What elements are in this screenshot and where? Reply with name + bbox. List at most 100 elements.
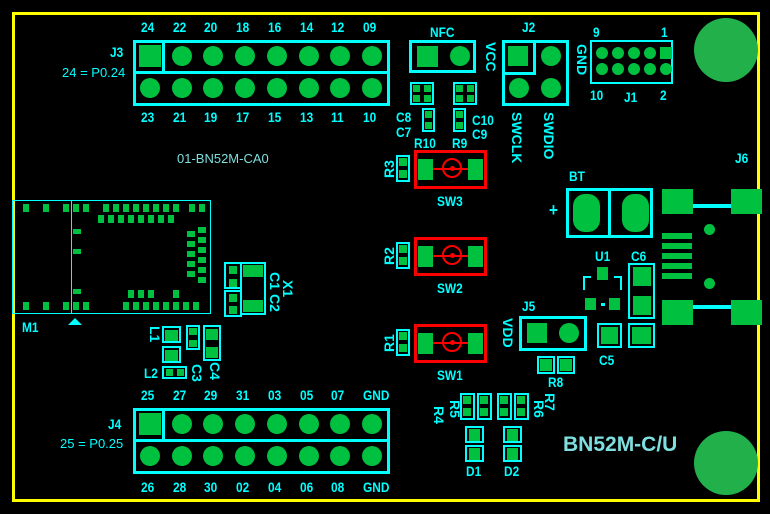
c9-label: C9: [472, 126, 488, 142]
j4-pin-label: 07: [331, 387, 345, 403]
j4-pin: [361, 414, 382, 434]
r9-label: R9: [452, 135, 468, 151]
m1-pad: [133, 204, 139, 212]
r4-label: R4: [431, 406, 447, 424]
bt-polarity: +: [549, 200, 558, 220]
c5-label: C5: [599, 352, 615, 368]
r7-label: R7: [542, 393, 558, 411]
j3-pin: [361, 78, 382, 98]
m1-pad: [43, 204, 49, 212]
j3-pin-label: 21: [172, 109, 186, 125]
j4-pin-label: 27: [172, 387, 186, 403]
m1-pad: [153, 302, 159, 310]
m1-pad: [23, 204, 29, 212]
j4-pin: [171, 414, 192, 434]
m1-pad: [43, 302, 49, 310]
m1-pad: [187, 261, 195, 267]
j4-pin: [140, 446, 160, 466]
m1-pad: [173, 302, 179, 310]
c4-label: C4: [207, 362, 223, 380]
j3-pin-label: 16: [267, 19, 282, 35]
m1-pad: [187, 251, 195, 257]
m1-pad: [143, 204, 149, 212]
m1-pad: [187, 271, 195, 277]
m1-pad: [123, 302, 129, 310]
board-part-number: 01-BN52M-CA0: [177, 151, 269, 166]
j3-pin-label: 13: [299, 109, 313, 125]
mount-hole-bottom-right: [694, 431, 758, 495]
l1-label: L1: [147, 326, 163, 343]
m1-pad: [83, 204, 89, 212]
m1-pad: [83, 302, 89, 310]
m1-pad: [198, 247, 206, 253]
m1-pad: [138, 290, 144, 298]
j3-pin-label: 14: [299, 19, 313, 35]
c10-label: C10: [472, 112, 494, 128]
j3-note: 24 = P0.24: [62, 65, 126, 80]
m1-pad: [133, 302, 139, 310]
swclk-label: SWCLK: [509, 112, 525, 164]
j3-pin: [361, 46, 382, 66]
j4-ref: J4: [108, 416, 122, 432]
r8-label: R8: [548, 374, 564, 390]
j3-ref: J3: [110, 44, 124, 60]
j3-pin: [171, 46, 192, 66]
j4-pin-label: 02: [236, 479, 250, 495]
j4-pin: [266, 446, 287, 466]
j4-pin: [330, 446, 351, 466]
j1-pin: [660, 47, 672, 59]
m1-pad: [103, 204, 109, 212]
j4-pin-label: 26: [141, 479, 155, 495]
m1-pad: [148, 290, 154, 298]
pin1-marker-icon: [68, 318, 82, 325]
m1-pad: [118, 215, 124, 223]
j1-ref: J1: [624, 89, 638, 105]
j4-pin: [361, 446, 382, 466]
c7-label: C7: [396, 124, 412, 140]
x1-label: X1: [280, 280, 296, 298]
j4-pin-label: 31: [236, 387, 250, 403]
j4-pin: [298, 446, 319, 466]
switch-label: SW2: [437, 280, 463, 296]
r5-label: R5: [447, 400, 463, 418]
m1-pad: [128, 290, 134, 298]
j3-pin-label: 09: [362, 19, 377, 35]
bt-ref: BT: [569, 168, 585, 184]
j4-pin-label: GND: [362, 479, 390, 495]
j3-pin: [139, 45, 161, 67]
gnd-label: GND: [574, 44, 590, 76]
j4-pin-label: GND: [362, 387, 390, 403]
resistor-label: R1: [381, 334, 397, 352]
m1-pad: [163, 302, 169, 310]
m1-pad: [198, 257, 206, 263]
j1-pin2-label: 2: [660, 87, 667, 103]
d2-label: D2: [504, 463, 520, 479]
j4-pin-label: 28: [172, 479, 186, 495]
j3-pin: [171, 78, 192, 98]
j3-pin-label: 23: [141, 109, 155, 125]
m1-pad: [187, 241, 195, 247]
m1-pad: [187, 231, 195, 237]
m1-pad: [113, 204, 119, 212]
m1-pad: [23, 302, 29, 310]
switch-icon: [442, 245, 462, 265]
resistor-label: R2: [381, 247, 397, 265]
m1-pad: [63, 204, 69, 212]
m1-pad: [153, 204, 159, 212]
m1-pad: [143, 302, 149, 310]
j1-pin: [612, 47, 624, 59]
j3-pin-label: 12: [331, 19, 345, 35]
j1-pin: [596, 63, 608, 75]
m1-pad: [73, 204, 79, 212]
m1-pad: [189, 204, 195, 212]
m1-pad: [198, 277, 206, 283]
j6-ref: J6: [735, 150, 749, 166]
j1-pin: [596, 47, 608, 59]
j1-pin: [628, 63, 640, 75]
m1-pad: [148, 215, 154, 223]
j4-pin: [203, 446, 224, 466]
j1-pin: [628, 47, 640, 59]
m1-pad: [128, 215, 134, 223]
switch-icon: [442, 332, 462, 352]
